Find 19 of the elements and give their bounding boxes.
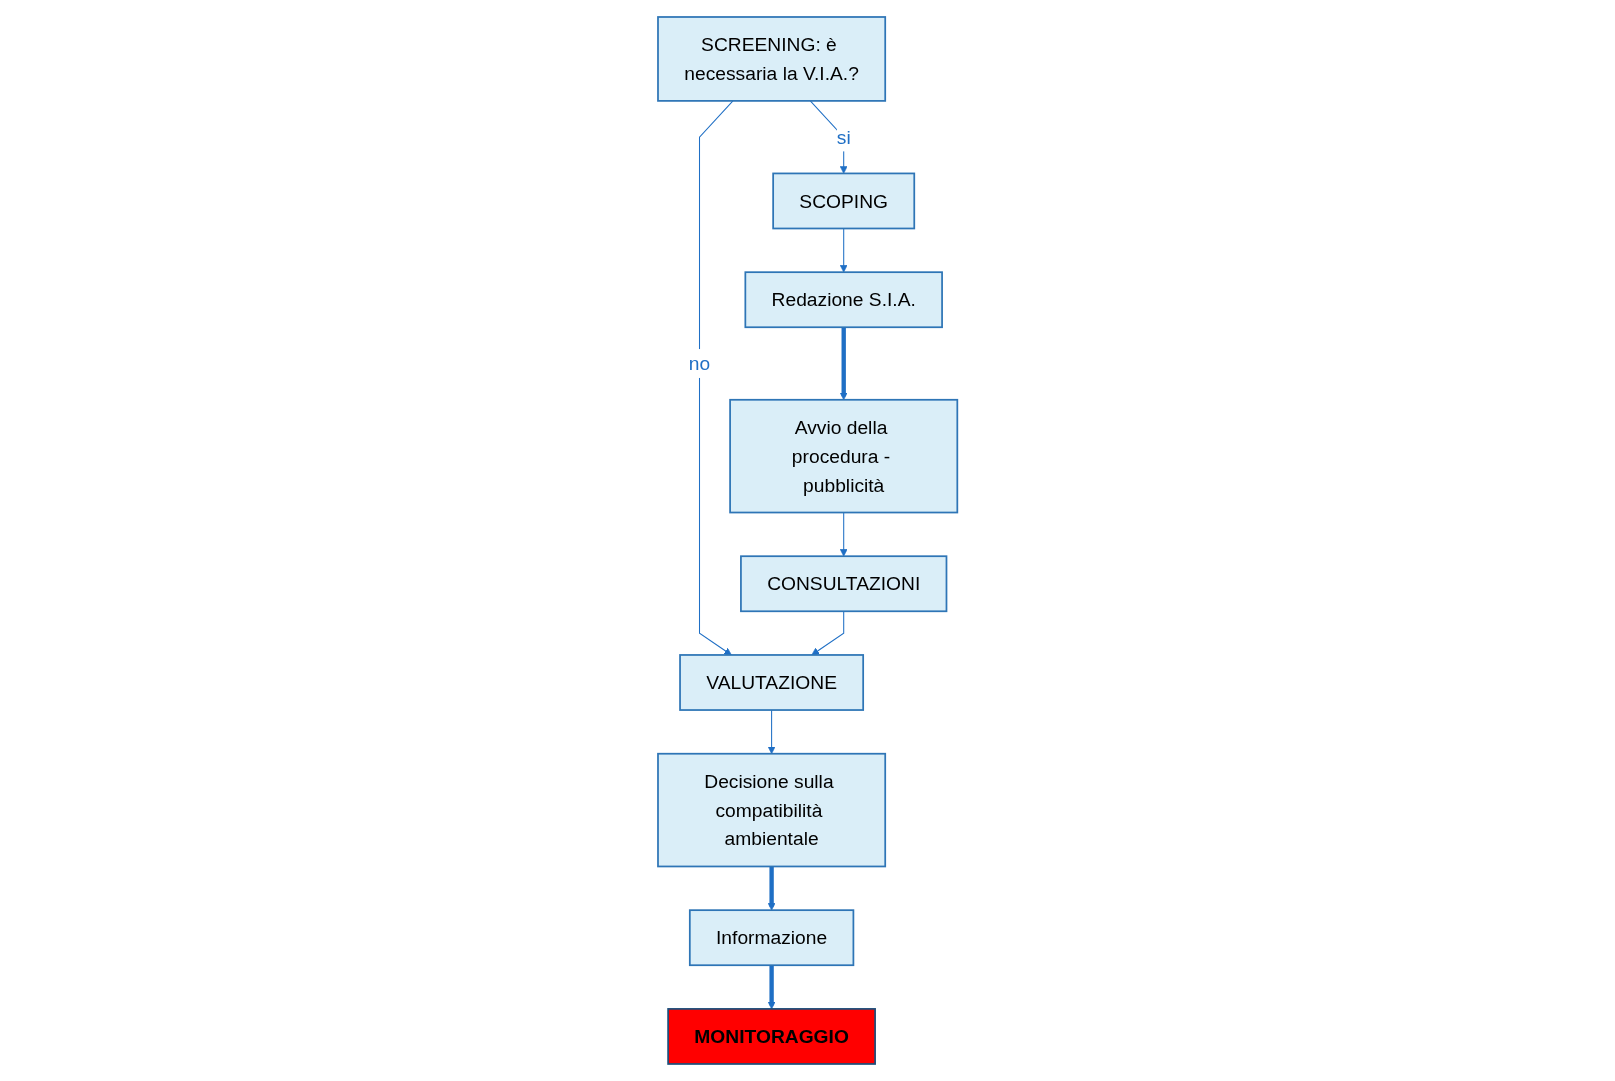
node-box: Informazione — [688, 909, 855, 967]
arrow — [839, 512, 848, 557]
arrow — [767, 866, 776, 911]
node-box: CONSULTAZIONI — [739, 555, 948, 613]
edge-label: no — [688, 352, 711, 375]
arrow — [839, 327, 848, 401]
node-box: Decisione sulla compatibilità ambientale — [656, 752, 886, 868]
node-box: Avvio della procedura - pubblicità — [729, 398, 959, 514]
edge-label: si — [836, 126, 851, 149]
node-box: SCOPING — [772, 172, 915, 230]
arrow — [698, 100, 734, 656]
arrow — [767, 965, 776, 1010]
node-box: Redazione S.I.A. — [744, 271, 943, 329]
arrow — [767, 709, 776, 755]
node-box: SCREENING: è necessaria la V.I.A.? — [656, 16, 886, 102]
node-box: MONITORAGGIO — [667, 1008, 876, 1065]
arrow — [839, 227, 848, 273]
arrow — [811, 610, 845, 656]
node-box: VALUTAZIONE — [679, 654, 864, 711]
